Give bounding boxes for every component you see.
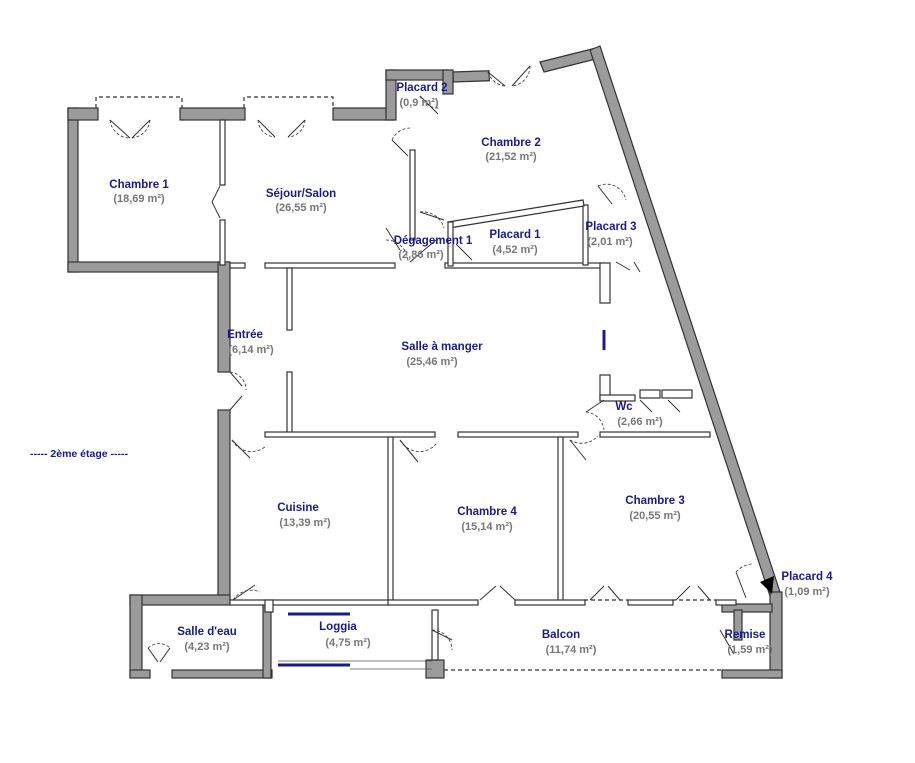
room-name-salle-eau: Salle d'eau <box>177 626 237 638</box>
room-name-placard3: Placard 3 <box>585 221 636 233</box>
room-area-remise: (1,59 m²) <box>727 644 773 656</box>
dashed-outlines <box>95 96 722 671</box>
room-area-cuisine: (13,39 m²) <box>279 517 331 529</box>
room-name-chambre1: Chambre 1 <box>109 179 169 191</box>
room-area-salle-manger: (25,46 m²) <box>406 356 458 368</box>
room-area-balcon: (11,74 m²) <box>546 644 597 656</box>
walls <box>67 45 783 679</box>
room-name-loggia: Loggia <box>319 621 357 633</box>
room-name-balcon: Balcon <box>542 629 580 641</box>
room-name-chambre2: Chambre 2 <box>481 137 540 149</box>
room-area-chambre1: (18,69 m²) <box>113 193 165 205</box>
room-area-placard1: (4,52 m²) <box>492 244 538 256</box>
room-area-placard3: (2,01 m²) <box>587 236 633 248</box>
room-name-chambre4: Chambre 4 <box>457 506 517 518</box>
partitions <box>219 119 737 661</box>
room-area-degagement1: (2,86 m²) <box>398 249 444 261</box>
room-labels: Chambre 1 (18,69 m²) Séjour/Salon (26,55… <box>109 82 833 656</box>
room-name-sejour: Séjour/Salon <box>266 188 336 200</box>
doors <box>109 65 774 663</box>
room-name-entree: Entrée <box>227 329 263 341</box>
floor-level-label: ----- 2ème étage ----- <box>30 448 129 460</box>
room-area-placard4: (1,09 m²) <box>784 586 830 598</box>
room-area-chambre4: (15,14 m²) <box>461 521 513 533</box>
room-name-cuisine: Cuisine <box>277 502 319 514</box>
room-area-sejour: (26,55 m²) <box>275 202 327 214</box>
room-area-salle-eau: (4,23 m²) <box>184 641 230 653</box>
room-name-placard4: Placard 4 <box>781 571 833 583</box>
room-name-degagement1: Dégagement 1 <box>394 235 473 247</box>
room-name-salle-manger: Salle à manger <box>401 341 483 353</box>
glazing <box>278 330 606 670</box>
room-name-wc: Wc <box>615 401 633 413</box>
room-area-entree: (6,14 m²) <box>228 344 274 356</box>
room-area-placard2: (0,9 m²) <box>399 97 438 109</box>
room-name-chambre3: Chambre 3 <box>625 495 684 507</box>
room-name-placard2: Placard 2 <box>396 82 447 94</box>
room-name-remise: Remise <box>725 629 766 641</box>
room-area-chambre3: (20,55 m²) <box>629 510 681 522</box>
room-name-placard1: Placard 1 <box>489 229 541 241</box>
room-area-chambre2: (21,52 m²) <box>485 151 537 163</box>
room-area-loggia: (4,75 m²) <box>325 637 371 649</box>
room-area-wc: (2,66 m²) <box>617 416 663 428</box>
